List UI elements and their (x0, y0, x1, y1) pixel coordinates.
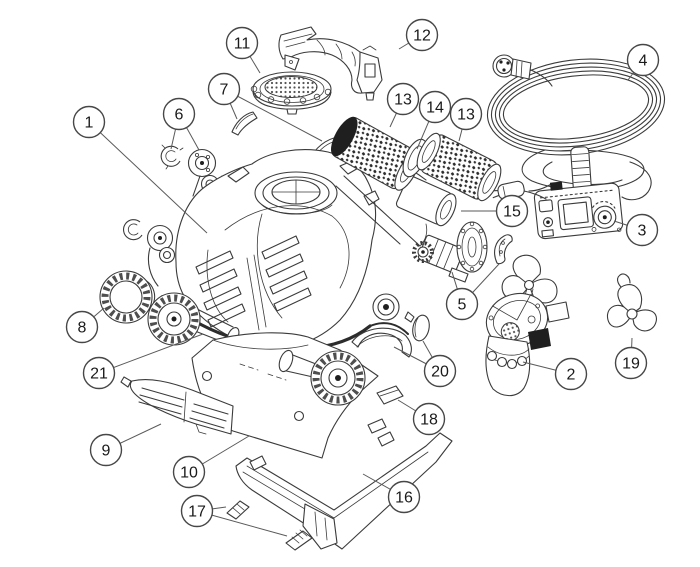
callout-18: 18 (397, 399, 446, 436)
callout-number: 20 (431, 364, 449, 381)
motor-bracket (494, 234, 513, 265)
callout-circle (495, 194, 529, 228)
drive-motor-assembly (412, 221, 488, 283)
callout-circle (423, 354, 457, 388)
callout-number: 6 (175, 107, 184, 124)
callout-number: 12 (413, 28, 431, 45)
floating-cable-coil (486, 54, 666, 206)
callout-13: 13 (386, 82, 420, 128)
callout-number: 10 (180, 465, 198, 482)
vent-panel (120, 376, 234, 435)
callout-11: 11 (225, 26, 261, 74)
callout-number: 11 (234, 36, 251, 53)
cam-clamp-lower (123, 219, 191, 291)
callout-circle (207, 72, 241, 106)
callout-circle (180, 494, 214, 528)
callout-5: 5 (445, 263, 500, 321)
callout-circle (172, 455, 206, 489)
callout-number: 13 (457, 107, 475, 124)
callout-4: 4 (626, 43, 660, 81)
callout-10: 10 (172, 435, 250, 489)
callout-number: 5 (458, 297, 467, 314)
callout-number: 7 (220, 82, 229, 99)
strainer-cover (250, 71, 332, 115)
brush-roller-right (416, 132, 502, 202)
callout-7: 7 (207, 72, 323, 142)
callout-circle (445, 287, 479, 321)
rear-right-wheel (278, 349, 366, 406)
power-supply (491, 180, 624, 240)
handle-assembly (278, 26, 383, 101)
body-seam-extension (369, 322, 409, 335)
callout-circle (82, 356, 116, 390)
callout-15: 15 (461, 194, 529, 228)
pump-propeller-top (501, 254, 558, 304)
callout-number: 18 (420, 412, 438, 429)
callout-number: 19 (622, 356, 640, 373)
callout-20: 20 (393, 340, 457, 388)
callout-9: 9 (89, 423, 162, 467)
retainer-clips (226, 500, 313, 551)
callout-1: 1 (72, 105, 208, 234)
callout-3: 3 (613, 213, 659, 247)
body-grille (195, 235, 312, 331)
callout-circle (405, 18, 439, 52)
callout-number: 8 (78, 320, 87, 337)
callout-number: 13 (394, 92, 412, 109)
callout-number: 16 (395, 490, 413, 507)
callout-number: 14 (426, 100, 444, 117)
callout-circle (554, 357, 588, 391)
pump-assembly (485, 254, 570, 397)
propeller (606, 273, 657, 332)
leader-line (98, 333, 204, 374)
callout-circle (225, 26, 259, 60)
callout-12: 12 (398, 18, 439, 52)
hose-fitting (376, 385, 404, 405)
callout-number: 9 (102, 443, 111, 460)
callout-number: 21 (90, 366, 108, 383)
callout-circle (65, 310, 99, 344)
callout-13: 13 (449, 97, 483, 142)
callout-circle (626, 43, 660, 77)
lower-frame (235, 418, 453, 550)
callout-17: 17 (180, 494, 288, 537)
right-bearing-roller (351, 293, 412, 358)
callout-16: 16 (362, 473, 421, 514)
callout-circle (386, 82, 420, 116)
wheel-fender (351, 327, 412, 358)
callout-number: 2 (567, 367, 576, 384)
callout-8: 8 (65, 307, 105, 344)
callout-circle (387, 480, 421, 514)
cable-connector (492, 54, 532, 80)
callout-circle (625, 213, 659, 247)
leader-line (88, 121, 208, 234)
callout-19: 19 (614, 337, 648, 380)
callout-14: 14 (416, 90, 452, 150)
callout-circle (614, 346, 648, 380)
callout-circle (412, 402, 446, 436)
callout-circle (72, 105, 106, 139)
callout-circle (449, 97, 483, 131)
roller-cylinder (395, 175, 457, 227)
callout-circle (89, 433, 123, 467)
main-body-shell (175, 149, 380, 349)
left-wheel-ring (99, 270, 156, 324)
callout-2: 2 (522, 357, 588, 391)
side-plate-oval (404, 311, 430, 342)
callout-number: 3 (638, 223, 647, 240)
callout-21: 21 (82, 333, 204, 390)
callout-circle (418, 90, 452, 124)
callout-number: 4 (639, 53, 648, 70)
callout-circle (162, 97, 196, 131)
left-front-wheel (147, 292, 240, 346)
callout-number: 17 (188, 504, 206, 521)
callout-number: 1 (85, 115, 94, 132)
callout-number: 15 (503, 204, 521, 221)
leader-line (223, 88, 323, 142)
power-plug (491, 180, 525, 200)
callout-6: 6 (162, 97, 200, 151)
